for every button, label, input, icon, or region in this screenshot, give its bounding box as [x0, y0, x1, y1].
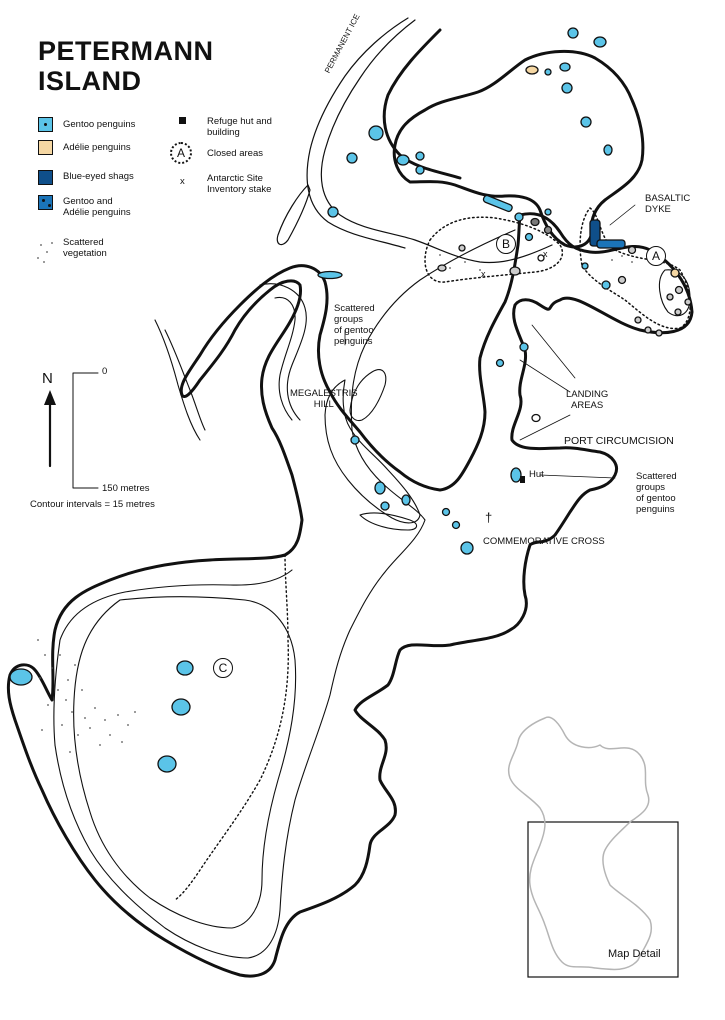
pointer-line — [539, 474, 616, 479]
hut-label: Hut — [529, 469, 544, 480]
legend-vegetation-label: Scattered vegetation — [63, 237, 153, 259]
inset-frame — [527, 821, 679, 978]
scale-bar — [72, 372, 99, 489]
vegetation-symbol — [38, 236, 56, 260]
basaltic-line-1: BASALTIC — [645, 193, 691, 204]
contour-line — [349, 369, 387, 422]
contour-line — [164, 329, 206, 431]
legend-hut-line-1: Refuge hut and — [207, 116, 272, 127]
legend-hut-label: Refuge hut and building — [207, 116, 297, 138]
megalestris-hill-label: MEGALESTRIS HILL — [290, 388, 358, 410]
pointer-line — [519, 414, 571, 441]
pointer-line — [609, 204, 636, 226]
north-arrow-head — [44, 390, 56, 405]
legend-shags-label: Blue-eyed shags — [63, 171, 134, 182]
basaltic-line-2: DYKE — [645, 204, 671, 215]
north-label: N — [42, 370, 53, 387]
inset-island-outline — [507, 716, 652, 971]
closed-area-b-outline — [424, 216, 564, 283]
contour-line — [274, 296, 296, 421]
scattered-top-line-1: Scattered — [334, 303, 375, 314]
coastline-north-peninsula — [392, 49, 645, 249]
commemorative-cross-label: COMMEMORATIVE CROSS — [483, 536, 605, 547]
landing-line-2: AREAS — [571, 400, 604, 411]
legend-stake-line-2: Inventory stake — [207, 184, 272, 195]
ice-strip — [276, 184, 311, 246]
coastline-main — [6, 212, 694, 978]
coastline-upper-west — [320, 19, 553, 264]
legend-mixed-line-1: Gentoo and — [63, 196, 113, 207]
legend-vegetation-line-2: vegetation — [63, 248, 107, 259]
closed-area-b: B — [496, 234, 516, 254]
title-line-1: PETERMANN — [38, 36, 214, 66]
contour-line — [359, 512, 418, 531]
inset-map-label: Map Detail — [608, 948, 661, 960]
mixed-symbol — [38, 195, 53, 210]
penguin-colonies — [9, 27, 692, 773]
gentoo-symbol — [38, 117, 53, 132]
legend-gentoo-label: Gentoo penguins — [63, 119, 136, 130]
legend-vegetation-line-1: Scattered — [63, 237, 104, 248]
scattered-top-line-3: of gentoo — [334, 325, 374, 336]
stake-symbol: x — [180, 176, 185, 187]
cross-symbol: † — [485, 510, 493, 525]
scattered-right-line-2: groups — [636, 482, 666, 493]
closed-area-a-north: A — [646, 246, 666, 266]
coastline-upper-west-2 — [306, 17, 409, 249]
megalestris-line-2: HILL — [313, 399, 334, 410]
legend-stake-line-1: Antarctic Site — [207, 173, 263, 184]
legend-mixed-label: Gentoo and Adélie penguins — [63, 196, 153, 218]
contour-line — [53, 229, 516, 959]
vegetation-stipple — [37, 242, 633, 753]
scattered-right-line-1: Scattered — [636, 471, 677, 482]
stake-markers: x x — [481, 249, 548, 279]
scattered-gentoo-right-label: Scattered groups of gentoo penguins — [636, 471, 677, 515]
legend-hut-line-2: building — [207, 127, 240, 138]
contour-line — [259, 283, 307, 421]
scale-distance: 150 metres — [102, 483, 150, 494]
title-line-2: ISLAND — [38, 66, 142, 96]
pointer-line — [531, 324, 576, 379]
pointer-line — [519, 359, 571, 393]
map-title: PETERMANN ISLAND — [38, 36, 214, 96]
contour-line — [73, 596, 297, 929]
svg-text:x: x — [481, 269, 486, 279]
closed-area-a-inner — [658, 269, 691, 317]
scale-zero: 0 — [102, 366, 108, 377]
shags-symbol — [38, 170, 53, 185]
adelie-symbol — [38, 140, 53, 155]
scattered-gentoo-top-label: Scattered groups of gentoo penguins — [334, 303, 375, 347]
contour-note: Contour intervals = 15 metres — [30, 499, 155, 510]
area-c-marker: C — [213, 658, 233, 678]
scattered-right-line-4: penguins — [636, 504, 675, 515]
inset-map — [507, 716, 679, 978]
contour-line — [154, 319, 201, 441]
closed-area-symbol: A — [170, 142, 192, 164]
scattered-top-line-2: groups — [334, 314, 364, 325]
svg-text:x: x — [543, 249, 548, 259]
legend-closed-label: Closed areas — [207, 148, 263, 159]
megalestris-line-1: MEGALESTRIS — [290, 388, 358, 399]
dotted-path — [174, 554, 289, 901]
landing-line-1: LANDING — [566, 389, 609, 400]
legend-adelie-label: Adélie penguins — [63, 142, 131, 153]
scattered-right-line-3: of gentoo — [636, 493, 676, 504]
contour-line — [324, 379, 421, 524]
hut-symbol — [179, 117, 186, 124]
landing-areas-label: LANDING AREAS — [566, 389, 608, 411]
port-circumcision-label: PORT CIRCUMCISION — [564, 435, 674, 447]
coastline-north-channel — [382, 28, 462, 180]
legend-stake-label: Antarctic Site Inventory stake — [207, 173, 297, 195]
scattered-top-line-4: penguins — [334, 336, 373, 347]
legend-mixed-line-2: Adélie penguins — [63, 207, 131, 218]
basaltic-dyke-label: BASALTIC DYKE — [645, 193, 690, 215]
